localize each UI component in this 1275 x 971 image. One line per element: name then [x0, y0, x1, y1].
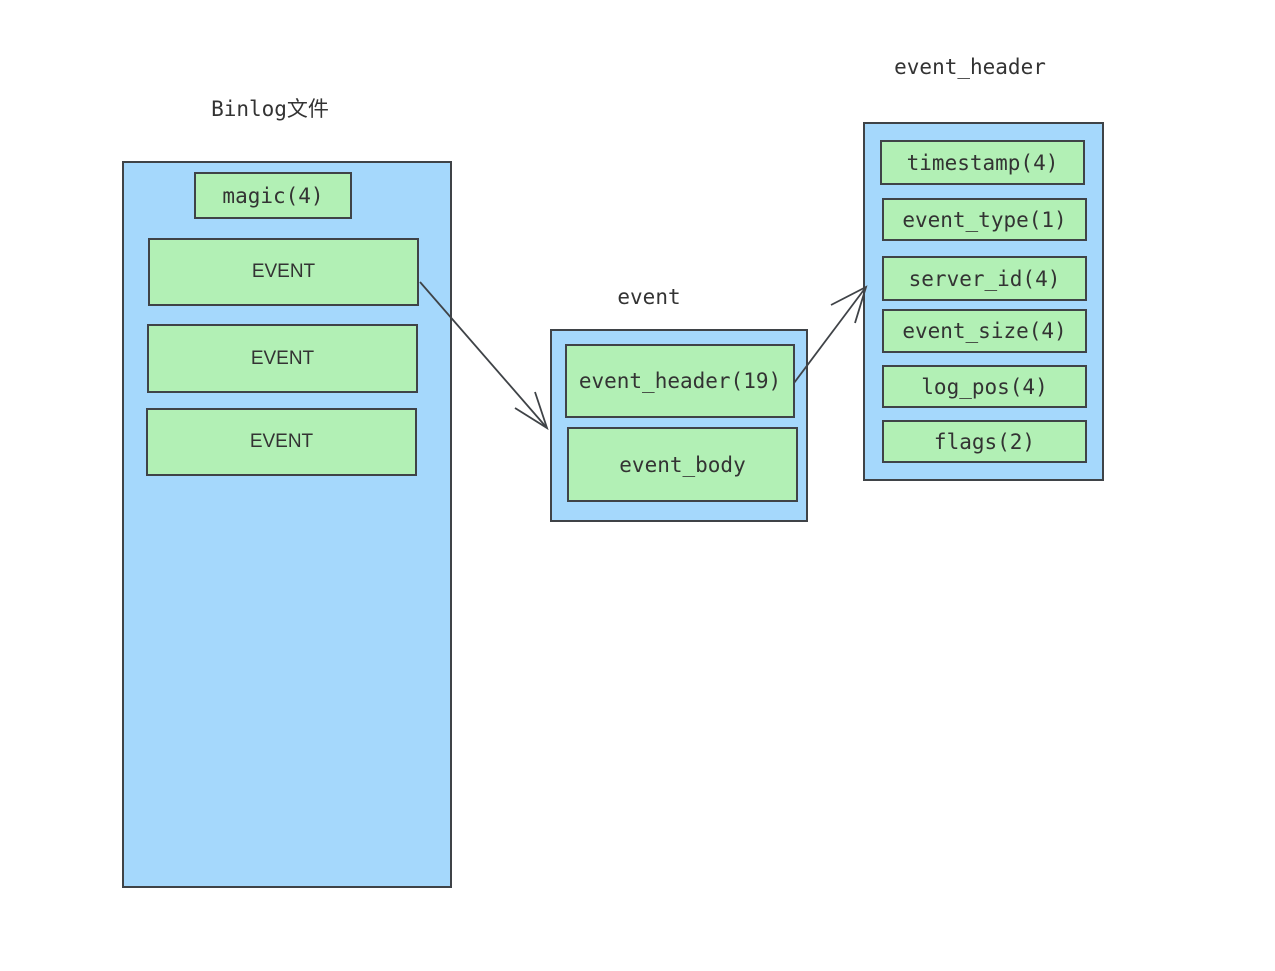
log-pos-cell: log_pos(4) [882, 365, 1087, 408]
magic-cell: magic(4) [194, 172, 352, 219]
event-type-cell: event_type(1) [882, 198, 1087, 241]
timestamp-cell: timestamp(4) [880, 140, 1085, 185]
event-title: event [617, 285, 681, 309]
server-id-cell: server_id(4) [882, 256, 1087, 301]
event-size-cell: event_size(4) [882, 309, 1087, 353]
event-cell-2: EVENT [147, 324, 418, 393]
event-header-cell: event_header(19) [565, 344, 795, 418]
event-cell-3: EVENT [146, 408, 417, 476]
event-body-cell: event_body [567, 427, 798, 502]
event-header-title: event_header [894, 55, 1046, 79]
event-cell-1: EVENT [148, 238, 419, 306]
flags-cell: flags(2) [882, 420, 1087, 463]
binlog-file-title: Binlog文件 [211, 97, 329, 121]
